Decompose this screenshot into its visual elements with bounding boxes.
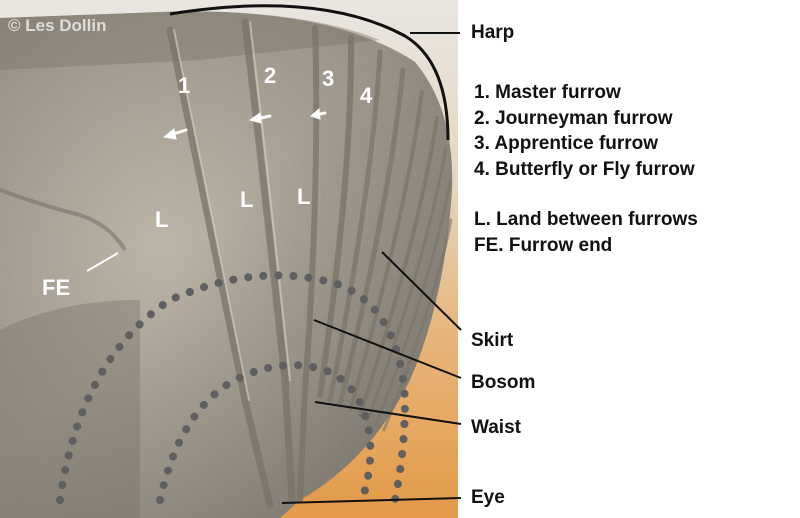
furrow-number-2: 2 bbox=[264, 63, 276, 88]
legend-spacer bbox=[474, 182, 698, 207]
skirt-leader bbox=[381, 251, 462, 331]
legend-item-apprentice: 3. Apprentice furrow bbox=[474, 133, 659, 154]
callout-lines bbox=[281, 32, 462, 504]
furrow-legend: 1. Master furrow 2. Journeyman furrow 3.… bbox=[474, 80, 698, 258]
legend-item-butterfly: 4. Butterfly or Fly furrow bbox=[474, 158, 695, 180]
direction-arrows bbox=[162, 107, 327, 140]
waist-leader bbox=[314, 401, 462, 425]
land-label-3: L bbox=[297, 184, 310, 209]
legend-item-land: L. Land between furrows bbox=[474, 209, 698, 230]
harp-arc bbox=[169, 4, 450, 141]
furrow-end-pointer bbox=[86, 252, 119, 272]
callout-eye: Eye bbox=[471, 487, 505, 508]
legend-item-master: 1. Master furrow bbox=[474, 82, 621, 103]
furrow-end-label: FE bbox=[42, 275, 70, 300]
callout-waist: Waist bbox=[471, 417, 521, 438]
bosom-leader bbox=[313, 319, 462, 379]
arrow-icon-3 bbox=[310, 107, 327, 120]
dotted-circle-inner bbox=[156, 361, 375, 504]
land-label-1: L bbox=[155, 207, 168, 232]
furrow-number-4: 4 bbox=[360, 83, 373, 108]
furrow-number-1: 1 bbox=[178, 73, 190, 98]
callout-skirt: Skirt bbox=[471, 330, 514, 351]
furrow-lines bbox=[166, 18, 453, 509]
callout-bosom: Bosom bbox=[471, 372, 536, 393]
furrow-number-3: 3 bbox=[322, 66, 334, 91]
arrow-icon-2 bbox=[248, 112, 272, 124]
arrow-icon-1 bbox=[162, 128, 188, 140]
eye-leader bbox=[281, 497, 462, 504]
furrow-end-mark bbox=[0, 188, 127, 252]
legend-item-furrow-end: FE. Furrow end bbox=[474, 234, 613, 256]
callout-harp: Harp bbox=[471, 22, 515, 43]
land-label-2: L bbox=[240, 187, 253, 212]
copyright-text: © Les Dollin bbox=[8, 16, 107, 35]
legend-item-journeyman: 2. Journeyman furrow bbox=[474, 107, 673, 129]
